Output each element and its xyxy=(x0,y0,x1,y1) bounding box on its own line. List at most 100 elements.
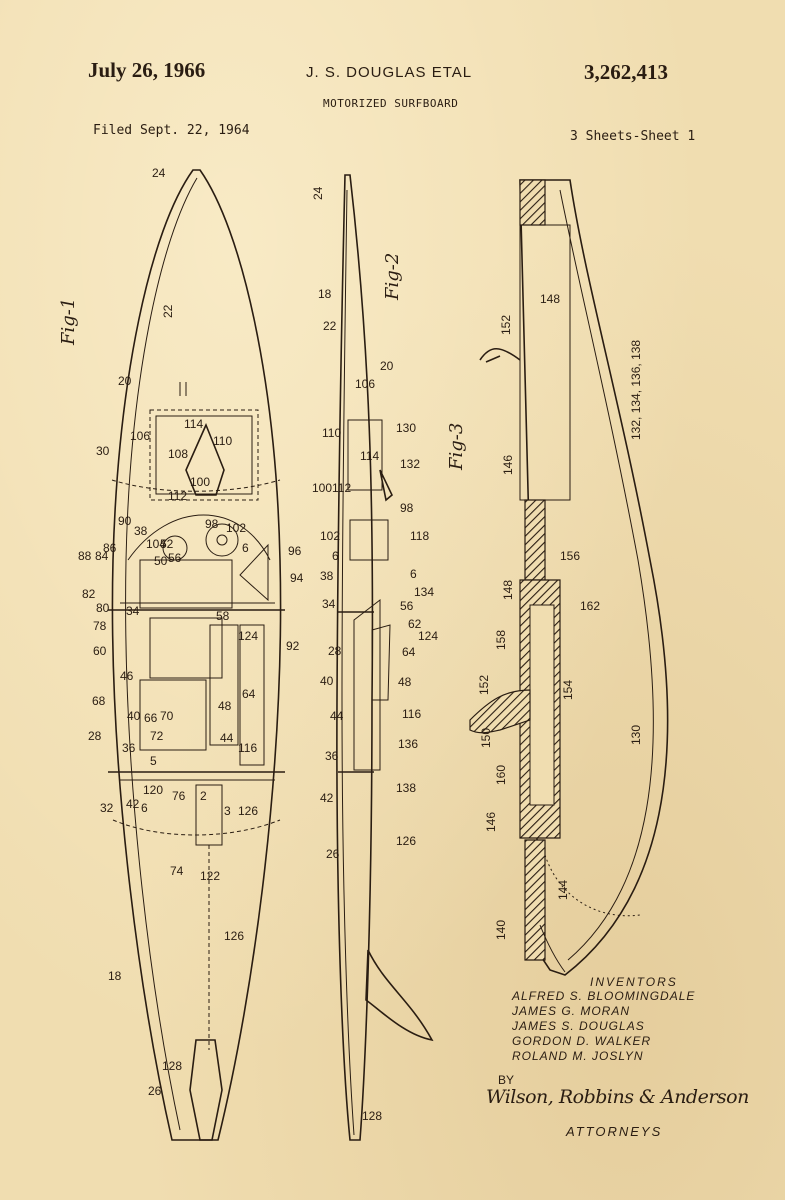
svg-text:38: 38 xyxy=(320,569,334,583)
svg-text:40: 40 xyxy=(320,674,334,688)
svg-text:102: 102 xyxy=(226,521,246,535)
svg-text:68: 68 xyxy=(92,694,106,708)
svg-text:6: 6 xyxy=(242,541,249,555)
svg-text:18: 18 xyxy=(318,287,332,301)
svg-text:28: 28 xyxy=(88,729,102,743)
svg-text:72: 72 xyxy=(150,729,164,743)
svg-text:118: 118 xyxy=(410,529,429,543)
svg-text:146: 146 xyxy=(484,812,498,832)
svg-text:110: 110 xyxy=(322,426,341,440)
fig1-hatch-cover xyxy=(149,409,259,501)
svg-text:104: 104 xyxy=(146,537,166,551)
svg-text:84: 84 xyxy=(95,549,109,563)
svg-text:20: 20 xyxy=(380,359,394,373)
svg-text:64: 64 xyxy=(242,687,256,701)
svg-text:30: 30 xyxy=(96,444,110,458)
svg-text:82: 82 xyxy=(82,587,96,601)
svg-text:56: 56 xyxy=(400,599,414,613)
svg-text:48: 48 xyxy=(398,675,412,689)
svg-text:106: 106 xyxy=(355,377,375,391)
svg-text:20: 20 xyxy=(118,374,132,388)
sheet-count: 3 Sheets-Sheet 1 xyxy=(570,129,696,144)
svg-text:106: 106 xyxy=(130,429,150,443)
svg-text:124: 124 xyxy=(238,629,258,643)
svg-text:122: 122 xyxy=(200,869,220,883)
svg-text:42: 42 xyxy=(126,797,140,811)
svg-text:88: 88 xyxy=(78,549,92,563)
svg-text:34: 34 xyxy=(322,597,336,611)
inventor-name: JAMES G. MORAN xyxy=(512,1004,631,1018)
inventors-heading: INVENTORS xyxy=(590,975,678,989)
svg-text:128: 128 xyxy=(162,1059,182,1073)
svg-text:5: 5 xyxy=(150,754,157,768)
svg-text:114: 114 xyxy=(360,449,379,463)
svg-text:32: 32 xyxy=(100,801,114,815)
svg-text:44: 44 xyxy=(330,709,344,723)
svg-text:96: 96 xyxy=(288,544,302,558)
fig3-labels: 148 152 132, 134, 136, 138 146 156 148 1… xyxy=(446,292,643,940)
svg-text:6: 6 xyxy=(141,801,148,815)
svg-text:6: 6 xyxy=(410,567,417,581)
svg-text:140: 140 xyxy=(494,920,508,940)
fig3-label: Fig-3 xyxy=(446,423,467,471)
svg-text:100: 100 xyxy=(190,475,210,489)
svg-text:130: 130 xyxy=(629,725,643,745)
patent-title: MOTORIZED SURFBOARD xyxy=(323,97,459,110)
svg-text:114: 114 xyxy=(184,417,203,431)
svg-text:132: 132 xyxy=(400,457,420,471)
svg-text:52: 52 xyxy=(160,537,174,551)
svg-text:98: 98 xyxy=(205,517,219,531)
svg-text:148: 148 xyxy=(540,292,560,306)
svg-text:26: 26 xyxy=(326,847,340,861)
patent-date: July 26, 1966 xyxy=(88,58,206,82)
svg-text:34: 34 xyxy=(126,604,140,618)
by-label: BY xyxy=(498,1073,515,1087)
inventor-name: ALFRED S. BLOOMINGDALE xyxy=(512,989,696,1003)
svg-text:150: 150 xyxy=(479,728,493,748)
svg-text:102: 102 xyxy=(320,529,340,543)
svg-text:148: 148 xyxy=(501,580,515,600)
svg-text:112: 112 xyxy=(168,489,187,503)
svg-text:42: 42 xyxy=(320,791,334,805)
svg-text:48: 48 xyxy=(218,699,232,713)
svg-text:154: 154 xyxy=(561,680,575,700)
svg-text:74: 74 xyxy=(170,864,184,878)
svg-text:64: 64 xyxy=(402,645,416,659)
inventor-name: GORDON D. WALKER xyxy=(512,1034,652,1048)
fig3-drawing xyxy=(469,179,669,976)
svg-text:70: 70 xyxy=(160,709,174,723)
inventor-name: ROLAND M. JOSLYN xyxy=(512,1049,644,1063)
svg-text:110: 110 xyxy=(213,434,232,448)
svg-text:76: 76 xyxy=(172,789,186,803)
svg-text:156: 156 xyxy=(560,549,580,563)
svg-text:126: 126 xyxy=(396,834,416,848)
svg-text:128: 128 xyxy=(362,1109,382,1123)
svg-text:126: 126 xyxy=(224,929,244,943)
svg-text:40: 40 xyxy=(127,709,141,723)
svg-text:92: 92 xyxy=(286,639,300,653)
svg-text:144: 144 xyxy=(556,880,570,900)
fig1-labels: 24 22 20 30 106 108 114 110 112 100 102 … xyxy=(58,166,304,1098)
fig2-labels: 24 18 22 20 106 110 130 114 132 100112 9… xyxy=(311,186,438,1123)
svg-text:134: 134 xyxy=(414,585,434,599)
svg-text:160: 160 xyxy=(494,765,508,785)
fig2-drawing xyxy=(336,174,434,1141)
svg-text:100112: 100112 xyxy=(312,481,351,495)
svg-text:24: 24 xyxy=(152,166,166,180)
svg-text:58: 58 xyxy=(216,609,230,623)
svg-text:152: 152 xyxy=(499,315,513,335)
svg-text:138: 138 xyxy=(396,781,416,795)
svg-text:6: 6 xyxy=(332,549,339,563)
svg-text:22: 22 xyxy=(161,304,175,318)
svg-text:24: 24 xyxy=(311,186,325,200)
fig1-board-outline xyxy=(111,169,282,1141)
fig1-label: Fig-1 xyxy=(58,298,79,346)
svg-text:36: 36 xyxy=(325,749,339,763)
fig1-drawing xyxy=(108,169,285,1141)
svg-text:116: 116 xyxy=(402,707,421,721)
svg-text:132, 134, 136, 138: 132, 134, 136, 138 xyxy=(629,340,643,440)
svg-text:152: 152 xyxy=(477,675,491,695)
svg-text:94: 94 xyxy=(290,571,304,585)
svg-text:162: 162 xyxy=(580,599,600,613)
svg-text:38: 38 xyxy=(134,524,148,538)
